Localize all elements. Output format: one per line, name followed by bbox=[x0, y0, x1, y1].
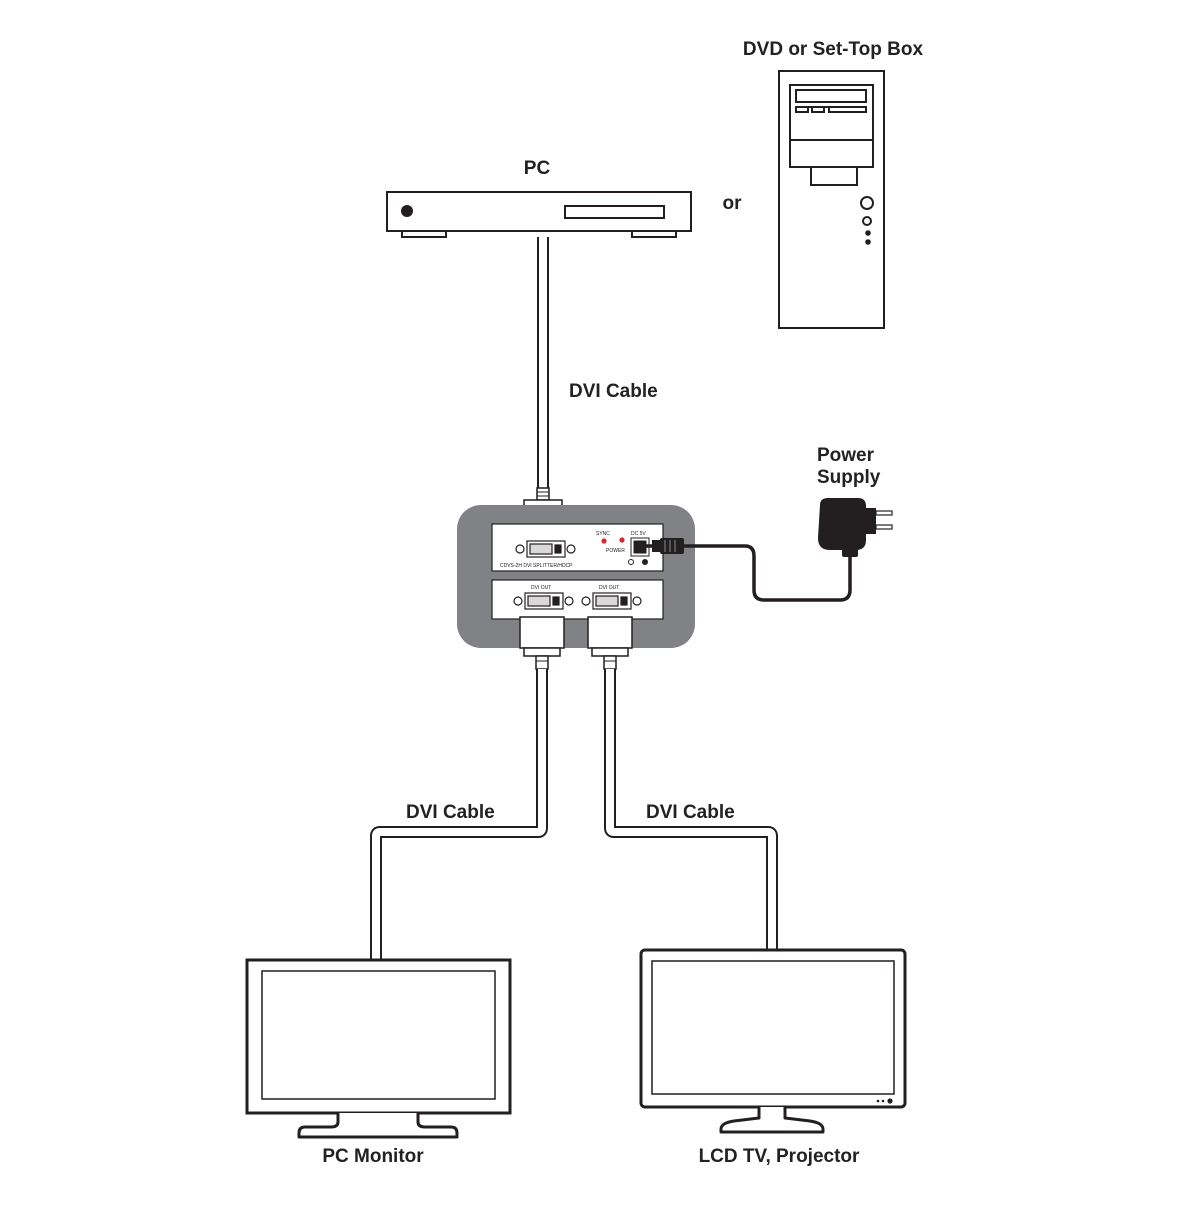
pc-label: PC bbox=[523, 158, 551, 179]
dc-label: DC 5V bbox=[631, 531, 646, 537]
dvi-input-port bbox=[515, 540, 576, 558]
dvi-out-label-2: DVI OUT bbox=[599, 585, 619, 591]
pc-monitor-icon bbox=[245, 958, 512, 1139]
pc-monitor-label: PC Monitor bbox=[322, 1146, 424, 1167]
dvi-out-label-1: DVI OUT bbox=[531, 585, 551, 591]
lcd-tv-label: LCD TV, Projector bbox=[698, 1146, 860, 1167]
dvi-cable-output-1 bbox=[370, 616, 565, 960]
power-supply-label-line1: Power bbox=[817, 445, 875, 466]
splitter-device: CDVS-2H DVI SPLITTER/HDCP SYNC DC 5V POW… bbox=[457, 505, 695, 648]
dvi-output-port-1 bbox=[513, 592, 574, 610]
dvi-output-port-2 bbox=[581, 592, 642, 610]
or-label: or bbox=[722, 193, 742, 214]
sync-led bbox=[601, 538, 607, 544]
set-top-box-icon bbox=[778, 70, 885, 329]
pc-device-icon bbox=[386, 191, 692, 238]
dvi-cable-output-2 bbox=[587, 616, 778, 950]
power-adapter-icon bbox=[818, 498, 893, 557]
sync-label: SYNC bbox=[596, 531, 610, 537]
power-label: POWER bbox=[606, 548, 625, 554]
power-supply-label-line2: Supply bbox=[817, 467, 881, 488]
splitter-model-label: CDVS-2H DVI SPLITTER/HDCP bbox=[500, 563, 573, 569]
dvd-box-label: DVD or Set-Top Box bbox=[742, 39, 924, 60]
power-cable bbox=[645, 538, 852, 602]
dvi-cable-right-label: DVI Cable bbox=[646, 802, 735, 823]
dvi-cable-input bbox=[520, 237, 566, 541]
dvi-cable-top-label: DVI Cable bbox=[569, 381, 658, 402]
dvi-cable-left-label: DVI Cable bbox=[406, 802, 495, 823]
lcd-tv-icon bbox=[639, 948, 907, 1134]
power-led bbox=[619, 537, 625, 543]
